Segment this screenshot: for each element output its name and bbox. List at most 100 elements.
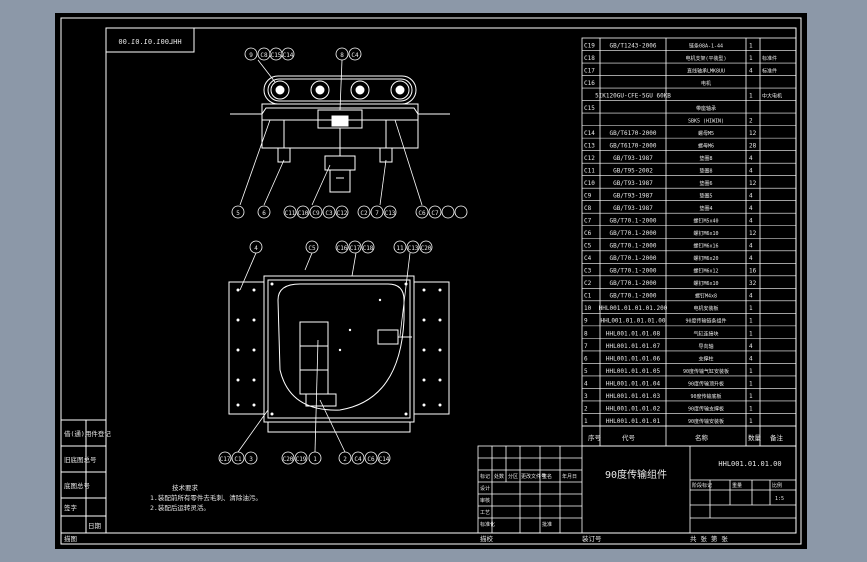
bom-cell-qty: 4 — [749, 255, 753, 262]
callout-label: C4 — [354, 456, 362, 463]
bom-cell-no: C4 — [584, 255, 592, 262]
callout-label: C6 — [418, 210, 426, 217]
bottom-label-1: 描图 — [64, 534, 77, 543]
callout-label: 1 — [313, 456, 317, 463]
bom-header-qty: 数量 — [748, 433, 762, 442]
bom-cell-no: C12 — [584, 155, 595, 162]
bom-cell-no: 2 — [584, 405, 588, 412]
top-view-callout-circles — [231, 47, 468, 219]
bom-cell-qty: 4 — [749, 355, 753, 362]
tb-label-approve: 批准 — [542, 521, 552, 528]
bom-cell-remark: 中大电机 — [762, 92, 782, 99]
bom-cell-name: 90度传输气缸安装板 — [683, 368, 729, 375]
bom-cell-std: HHL001.01.01.03 — [606, 393, 661, 400]
bom-cell-name: 带座轴承 — [696, 105, 716, 112]
drawing-outer-border — [60, 17, 802, 545]
bom-cell-qty: 1 — [749, 92, 753, 99]
bom-cell-name: 90度传输支撑板 — [688, 405, 724, 412]
title-block-labels: 标记 处数 分区 更改文件号 签名 年月日 设计 审核 工艺 标准化 批准 阶段… — [480, 473, 784, 528]
bom-cell-std: GB/T93-1987 — [613, 180, 653, 187]
bom-cell-qty: 1 — [749, 418, 753, 425]
tb-label-process: 工艺 — [480, 510, 490, 516]
bom-cell-qty: 1 — [749, 55, 753, 62]
callout-label: C7 — [431, 210, 439, 217]
bom-cell-std: GB/T6170-2000 — [610, 143, 657, 150]
tb-label-count: 处数 — [494, 473, 504, 480]
bom-cell-name: 直线轴承LMK8UU — [687, 67, 725, 74]
tb-label-mark: 标记 — [480, 473, 490, 480]
bom-cell-std: 5IK120GU-CFE-5GU 60KB — [595, 92, 671, 99]
top-view-callout-labels: 9 C8 C15 C14 8 C4 5 6 C11 C10 C9 C3 C12 … — [236, 52, 439, 217]
sheet-label: 共 张 第 张 — [690, 534, 728, 543]
bom-header-std: 代号 — [622, 433, 636, 442]
callout-label: C4 — [351, 52, 359, 59]
tb-scale-label: 比例 — [772, 482, 782, 489]
bom-cell-std: HHL001.01.01.01.00 — [600, 318, 665, 325]
bom-cell-std: GB/T70.1-2000 — [610, 268, 657, 275]
bom-cell-name: 垫圈8 — [699, 168, 712, 175]
bom-cell-qty: 1 — [749, 305, 753, 312]
bom-cell-name: 垫圈8 — [699, 155, 712, 162]
bom-cell-no: C17 — [584, 67, 595, 74]
strip-label-2: 旧底图总号 — [64, 455, 97, 464]
bom-cell-no: C3 — [584, 268, 592, 275]
bom-cell-qty: 4 — [749, 243, 753, 250]
callout-label: 11 — [396, 245, 404, 252]
bom-cell-no: C18 — [584, 55, 595, 62]
bom-cell-no: 5 — [584, 368, 588, 375]
bom-cell-std: GB/T93-1987 — [613, 155, 653, 162]
callout-label: C14 — [283, 52, 294, 59]
callout-label: 9 — [249, 52, 253, 59]
strip-label-5: 日期 — [88, 522, 102, 530]
plan-view-assembly — [228, 275, 450, 433]
bom-cell-std: GB/T70.1-2000 — [610, 293, 657, 300]
bom-cell-remark: 标准件 — [762, 55, 777, 62]
bom-cell-name: 垫圈4 — [699, 205, 712, 212]
bom-cell-no: C1 — [584, 293, 592, 300]
bom-cell-name: 螺钉M6x10 — [693, 280, 718, 287]
bom-cell-name: 电机 — [701, 80, 711, 87]
callout-label: C2 — [360, 210, 368, 217]
tb-label-sign: 签名 — [542, 473, 552, 480]
bom-cell-qty: 4 — [749, 205, 753, 212]
callout-label: C10 — [298, 210, 309, 217]
plan-view-callout-labels: 4 C5 C16 C17 C18 11 C13 C20 C17 C1 3 C20… — [220, 245, 432, 463]
callout-label: C18 — [363, 245, 374, 252]
strip-label-3: 底图总号 — [64, 481, 91, 490]
strip-label-1: 借(通)用件登记 — [64, 429, 111, 438]
plan-view-callout-circles — [218, 240, 433, 465]
bom-cell-qty: 4 — [749, 67, 753, 74]
bom-cell-name: 垫圈5 — [699, 193, 712, 200]
bom-cell-qty: 4 — [749, 168, 753, 175]
bom-cell-no: C9 — [584, 193, 592, 200]
bom-cell-name: 90度传输链条组件 — [685, 318, 726, 325]
bom-cell-no: C16 — [584, 80, 595, 87]
bom-cell-qty: 1 — [749, 368, 753, 375]
bom-cell-no: 8 — [584, 330, 588, 337]
tb-label-standard: 标准化 — [480, 521, 495, 528]
bom-cell-std: HHL001.01.01.04 — [606, 380, 661, 387]
callout-label: C12 — [337, 210, 348, 217]
bottom-label-2: 描校 — [480, 534, 494, 543]
bom-cell-std: HHL001.01.01.01.200 — [599, 305, 668, 312]
tb-label-design: 设计 — [480, 485, 490, 492]
bom-cell-name: 螺母M6 — [698, 143, 714, 150]
bom-cell-name: 支撑柱 — [698, 355, 713, 362]
callout-label: C5 — [308, 245, 316, 252]
bom-cell-qty: 4 — [749, 218, 753, 225]
bom-cell-name: 螺钉M6x16 — [693, 243, 718, 250]
bom-cell-std: GB/T70.1-2000 — [610, 218, 657, 225]
bom-cell-no: C6 — [584, 230, 592, 237]
mirrored-number-box: HHL001.01.01.00 — [105, 27, 195, 53]
bom-cell-no: C10 — [584, 180, 595, 187]
bom-cell-no: 4 — [584, 380, 588, 387]
callout-label: C14 — [379, 456, 390, 463]
bom-cell-std: HHL001.01.01.08 — [606, 330, 661, 337]
bom-cell-qty: 16 — [749, 268, 757, 275]
bom-cell-qty: 12 — [749, 230, 757, 237]
bom-cell-qty: 1 — [749, 393, 753, 400]
bom-cell-no: C19 — [584, 42, 595, 49]
callout-label: C17 — [220, 456, 231, 463]
